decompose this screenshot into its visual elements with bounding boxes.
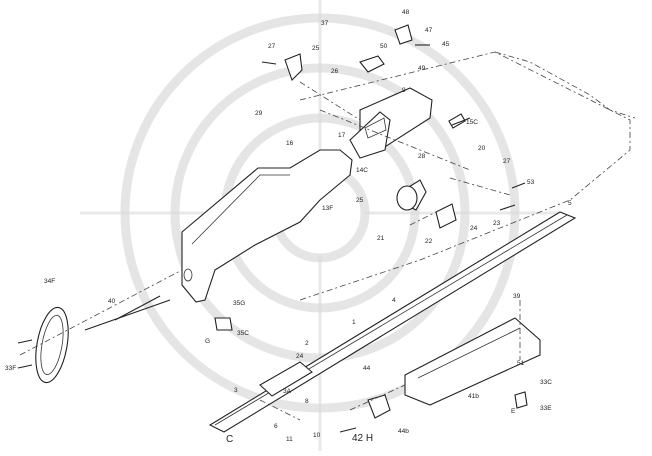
callout-label: 24	[296, 353, 304, 360]
callout-label: 33E	[540, 405, 552, 412]
callout-label: 6	[274, 423, 278, 430]
receiver	[349, 87, 466, 159]
callout-label: 10	[313, 432, 321, 439]
callout-label: 26	[331, 68, 339, 75]
callout-label: 5	[568, 200, 572, 207]
callout-label: 47	[425, 27, 433, 34]
watermark-crosshair	[80, 0, 560, 451]
callout-label: 24	[470, 225, 478, 232]
callout-label: 49	[418, 65, 426, 72]
callout-label: 44	[363, 365, 371, 372]
callout-label: 34F	[44, 278, 55, 285]
callout-label: 33C	[540, 379, 552, 386]
alignment-lines	[19, 81, 521, 421]
callout-label: 28	[418, 153, 426, 160]
callout-label: 15C	[466, 119, 478, 126]
callout-label: 1	[352, 319, 356, 326]
callout-label: 23	[493, 220, 501, 227]
callout-label: 35G	[233, 300, 245, 307]
buttstock	[181, 149, 353, 303]
callout-label: 50	[380, 43, 388, 50]
callout-label: C	[226, 434, 233, 445]
callout-label: 27	[268, 43, 276, 50]
callout-label: 48	[402, 9, 410, 16]
callout-label: 40	[108, 298, 116, 305]
callout-label: 3A	[283, 388, 292, 395]
callout-label: 35C	[237, 330, 249, 337]
callout-label: 17	[338, 132, 346, 139]
small-parts	[17, 24, 528, 433]
callout-label: 22	[425, 238, 433, 245]
callout-label: 16	[286, 140, 294, 147]
callout-label: 25	[356, 197, 364, 204]
callout-label: 14C	[356, 167, 368, 174]
callout-label: 20	[478, 145, 486, 152]
stock-outline	[299, 51, 636, 301]
callout-label: 37	[321, 20, 329, 27]
callout-label: 3	[234, 387, 238, 394]
callout-label: 29	[255, 110, 263, 117]
callout-label: 13F	[322, 205, 333, 212]
callout-label: 8	[305, 398, 309, 405]
callout-label: 2	[305, 340, 309, 347]
callout-label: 44b	[398, 428, 409, 435]
callout-label: 45	[442, 41, 450, 48]
callout-labels: 48 47 37 27 25 45 50 49 26 29 9 15C 17 1…	[5, 9, 572, 445]
callout-label: 33F	[5, 365, 16, 372]
callout-label: G	[205, 338, 210, 345]
callout-label: 53	[527, 179, 535, 186]
callout-label: 41b	[468, 393, 479, 400]
callout-label: 42 H	[352, 433, 373, 444]
callout-label: 51	[517, 360, 525, 367]
callout-label: 4	[392, 297, 396, 304]
callout-label: 21	[377, 235, 385, 242]
callout-label: 39	[513, 293, 521, 300]
callout-label: 27	[503, 158, 511, 165]
butt-plate	[35, 306, 69, 384]
forend	[404, 317, 541, 406]
callout-label: 11	[286, 436, 293, 443]
callout-label: 25	[312, 45, 320, 52]
callout-label: 9	[402, 87, 406, 94]
callout-label: E	[511, 408, 516, 415]
barrel	[208, 211, 577, 433]
